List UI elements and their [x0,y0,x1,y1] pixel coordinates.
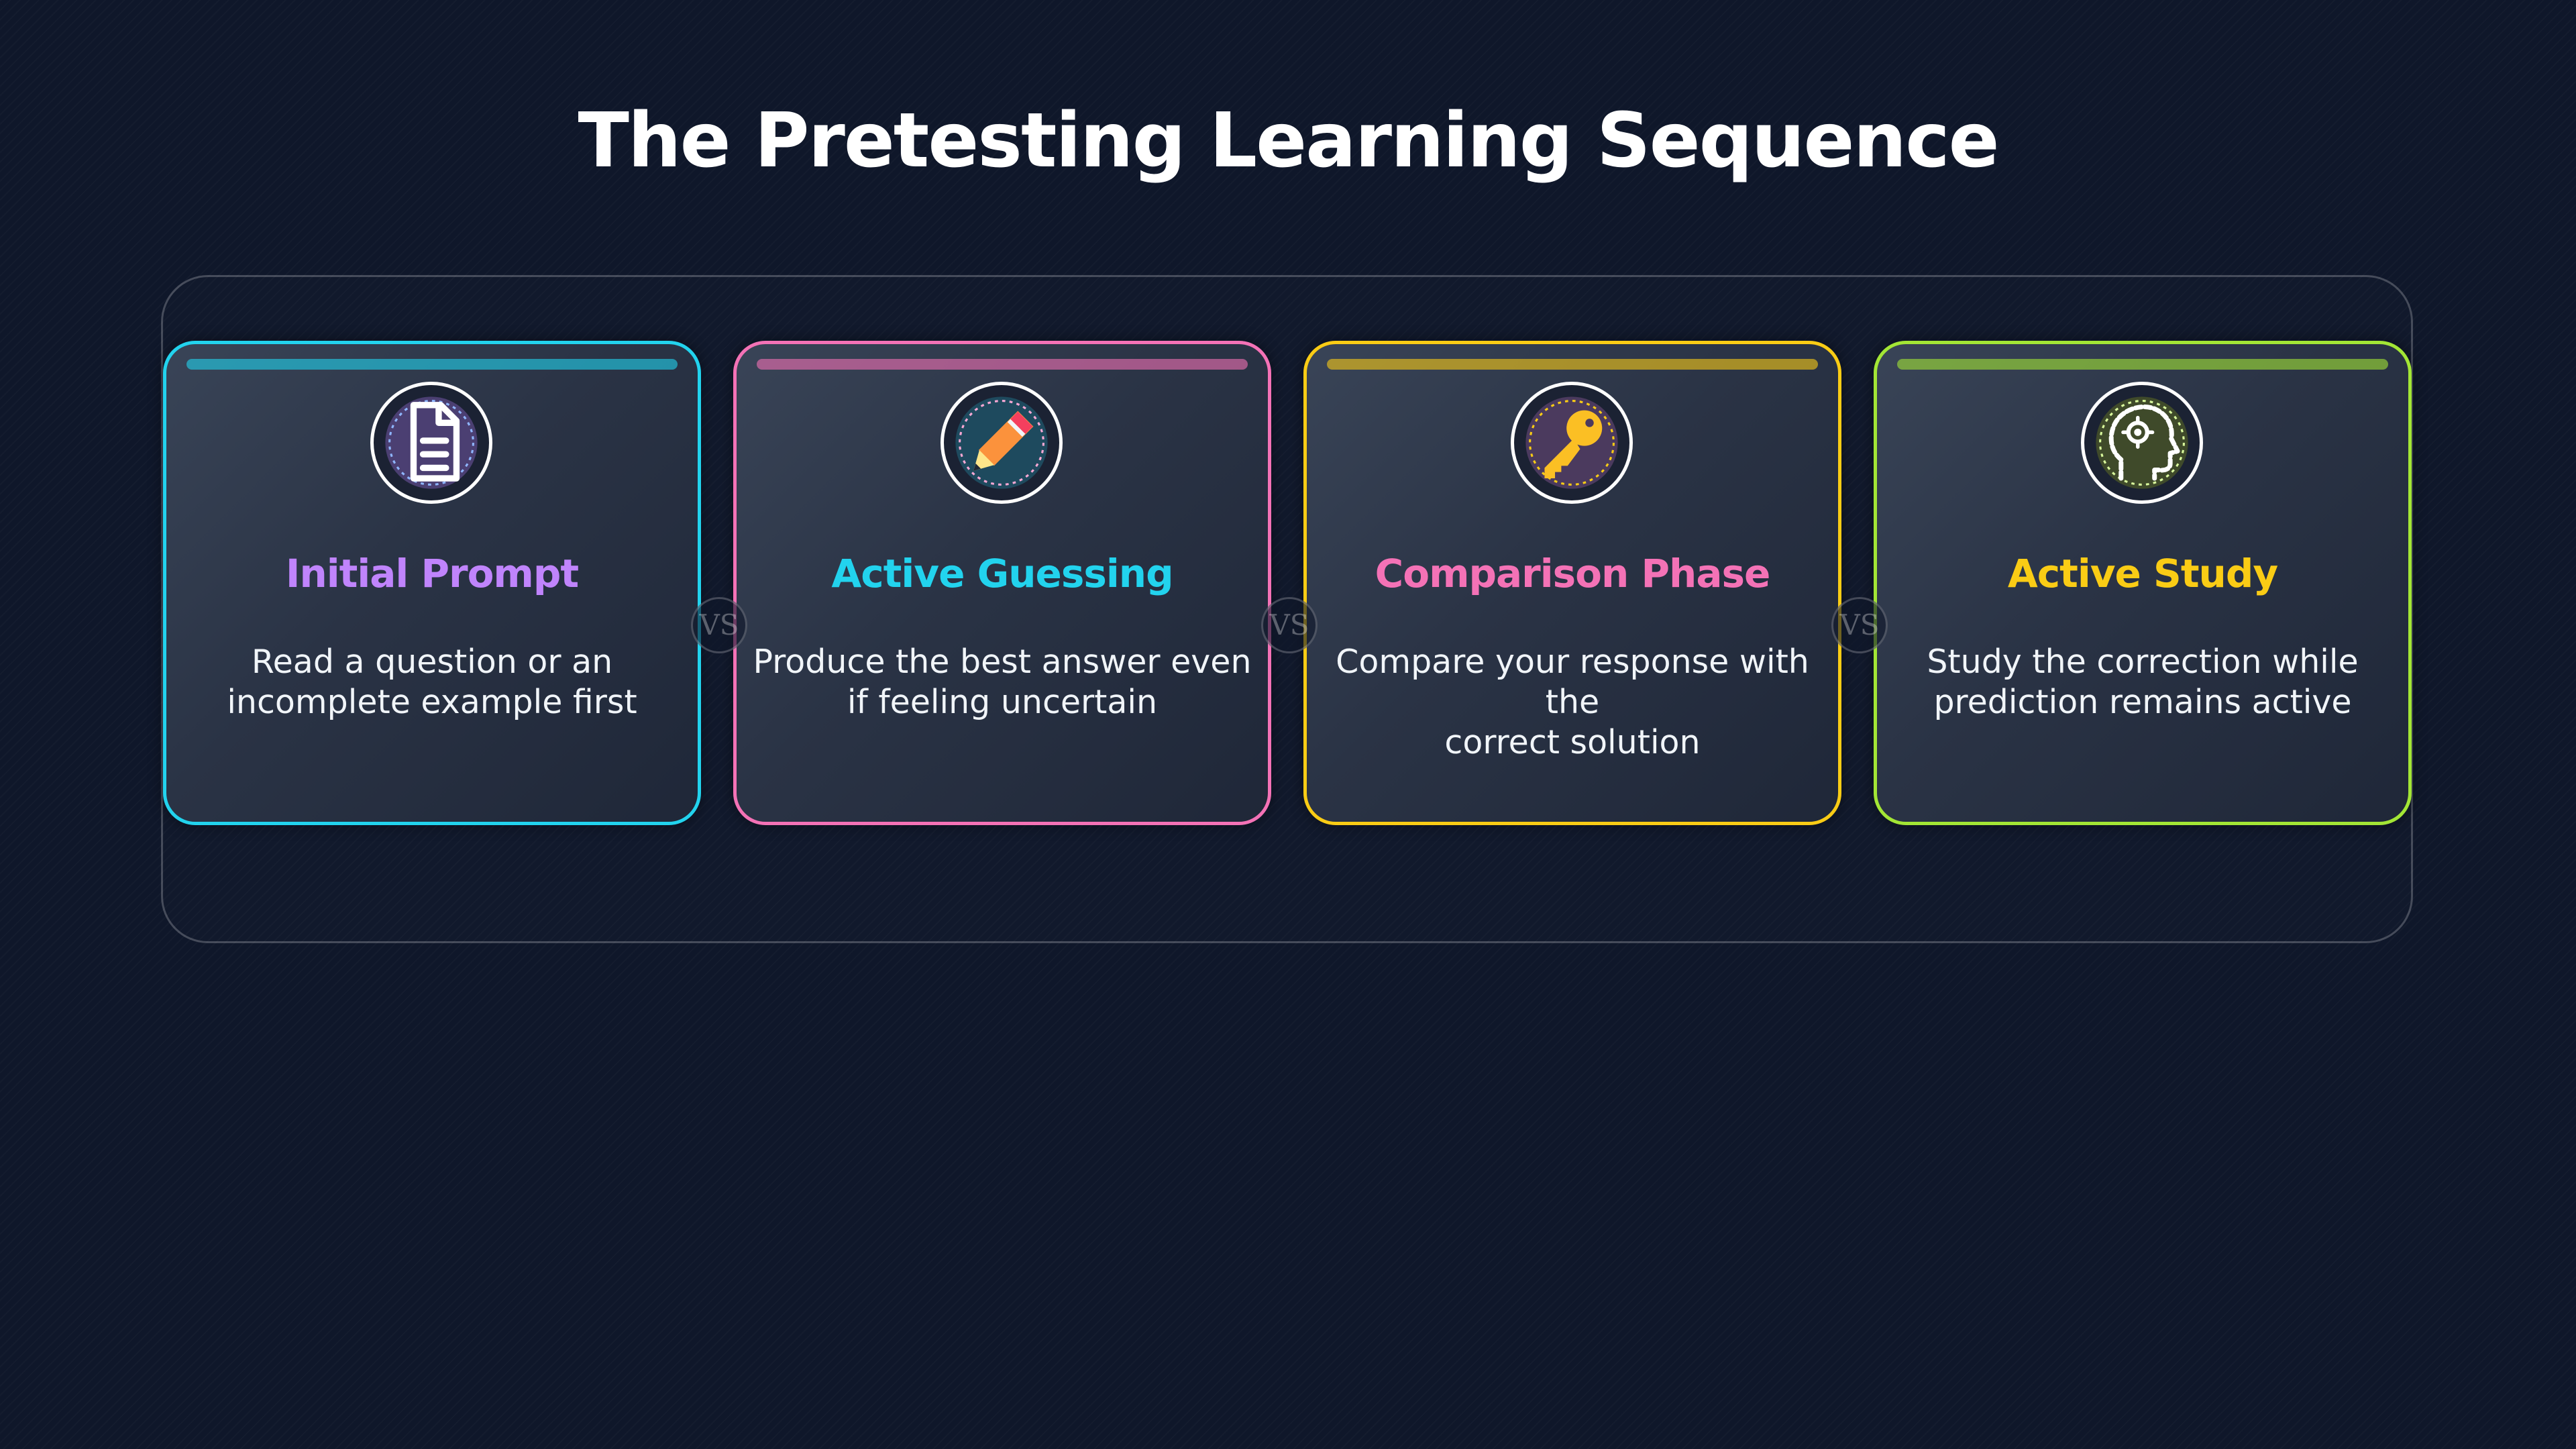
card-title: Active Guessing [831,551,1173,596]
card-description-line: Produce the best answer even [753,643,1252,681]
vs-connector-3: VS [1831,597,1888,653]
vs-connector-1: VS [691,597,747,653]
key-icon [1511,382,1633,504]
card-title: Comparison Phase [1375,551,1771,596]
card-description: Study the correction while prediction re… [1885,642,2400,722]
card-description-line: correct solution [1444,723,1701,761]
card-description-line: incomplete example first [227,683,637,721]
step-card-active-study: Active Study Study the correction while … [1874,341,2412,825]
card-description: Produce the best answer even if feeling … [745,642,1260,722]
card-accent-bar [1897,359,2388,370]
card-description-line: prediction remains active [1933,683,2352,721]
card-accent-bar [757,359,1248,370]
card-title: Initial Prompt [285,551,579,596]
card-description-line: Study the correction while [1927,643,2359,681]
step-card-comparison-phase: Comparison Phase Compare your response w… [1303,341,1841,825]
card-description-line: Compare your response with the [1336,643,1809,721]
document-icon [370,382,492,504]
card-description: Compare your response with the correct s… [1315,642,1830,763]
page-title: The Pretesting Learning Sequence [578,97,1999,184]
card-accent-bar [186,359,678,370]
card-title: Active Study [2007,551,2278,596]
card-description-line: if feeling uncertain [847,683,1158,721]
pencil-icon [941,382,1063,504]
sequence-panel [161,275,2413,943]
brain-head-icon [2081,382,2203,504]
card-description-line: Read a question or an [251,643,613,681]
step-card-active-guessing: Active Guessing Produce the best answer … [733,341,1271,825]
card-description: Read a question or an incomplete example… [174,642,690,722]
vs-connector-2: VS [1261,597,1318,653]
card-accent-bar [1327,359,1818,370]
step-card-initial-prompt: Initial Prompt Read a question or an inc… [163,341,701,825]
